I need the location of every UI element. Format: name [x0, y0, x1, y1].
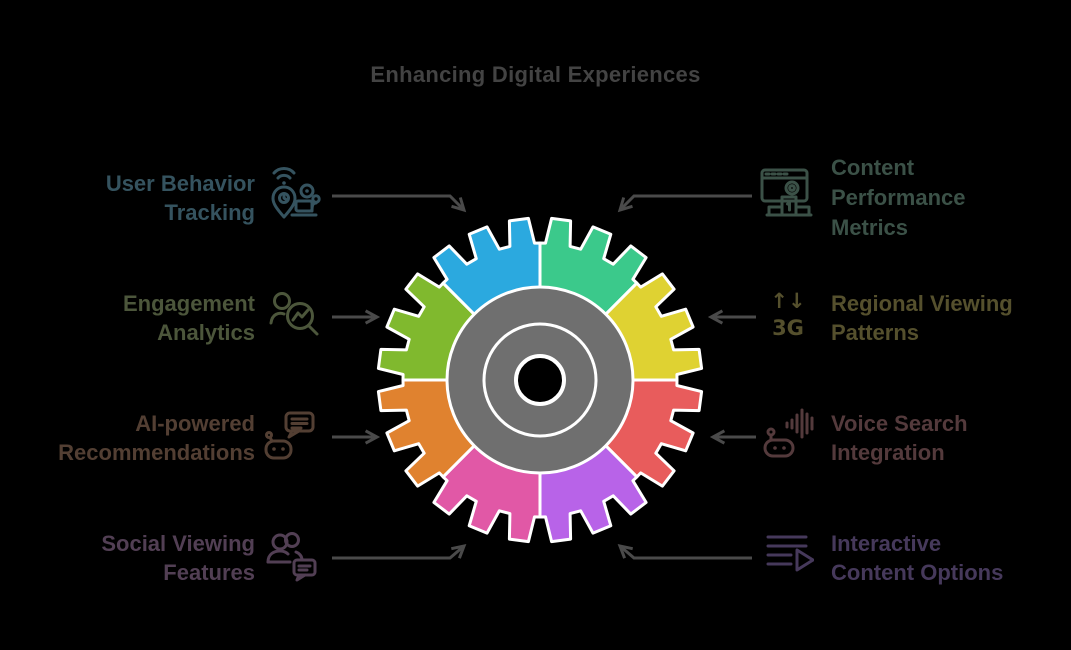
arrows-3g-icon: ↑↓ 3G	[770, 289, 806, 340]
arrowhead-5	[364, 429, 381, 445]
arrowhead-3	[364, 309, 381, 325]
label-line: Integration	[831, 440, 945, 465]
gear-hub-ring	[482, 322, 598, 438]
label-line: Content Options	[831, 560, 1004, 585]
label-line: Social Viewing	[101, 531, 255, 556]
connector-arrow-2	[618, 194, 752, 212]
label-social-viewing-features: Social Viewing Features	[101, 529, 255, 587]
label-line: Features	[163, 560, 255, 585]
gear-hub-hole	[514, 354, 566, 406]
people-chat-bubble-icon	[263, 527, 321, 587]
label-line: Analytics	[157, 320, 255, 345]
label-line: Metrics	[831, 215, 909, 240]
label-user-behavior-tracking: User Behavior Tracking	[106, 169, 255, 227]
connector-arrow-1	[332, 194, 466, 212]
label-line: Performance	[831, 185, 966, 210]
label-line: Tracking	[164, 200, 255, 225]
page-title: Enhancing Digital Experiences	[370, 62, 701, 87]
label-line: Content	[831, 155, 915, 180]
arrowhead-4	[707, 309, 724, 325]
label-voice-search-integration: Voice Search Integration	[831, 409, 968, 467]
connector-arrow-8	[619, 544, 752, 560]
robot-sound-waves-icon	[759, 404, 821, 464]
arrowhead-7	[450, 543, 467, 559]
label-line: Regional Viewing	[831, 291, 1013, 316]
person-magnifier-chart-icon	[268, 289, 324, 344]
robot-chat-bubble-icon	[261, 410, 321, 465]
label-line: AI-powered	[135, 411, 255, 436]
label-line: Recommendations	[58, 440, 255, 465]
label-line: User Behavior	[105, 171, 255, 196]
browser-award-podium-icon	[757, 163, 819, 225]
label-content-performance-metrics: Content Performance Metrics	[831, 153, 966, 243]
label-interactive-content-options: Interactive Content Options	[831, 529, 1003, 587]
arrowhead-6	[709, 429, 726, 445]
location-pin-wifi-user-icon	[263, 161, 323, 223]
playlist-play-icon	[762, 528, 814, 584]
label-ai-powered-recommendations: AI-powered Recommendations	[58, 409, 255, 467]
label-line: Interactive	[831, 531, 942, 556]
arrowhead-2	[617, 197, 633, 213]
arrowhead-1	[451, 197, 467, 213]
label-line: Voice Search	[831, 411, 968, 436]
label-regional-viewing-patterns: Regional Viewing Patterns	[831, 289, 1013, 347]
arrowhead-8	[617, 543, 634, 559]
label-engagement-analytics: Engagement Analytics	[123, 289, 255, 347]
connector-arrow-7	[332, 544, 465, 560]
label-line: Engagement	[122, 291, 255, 316]
label-line: Patterns	[831, 320, 920, 345]
